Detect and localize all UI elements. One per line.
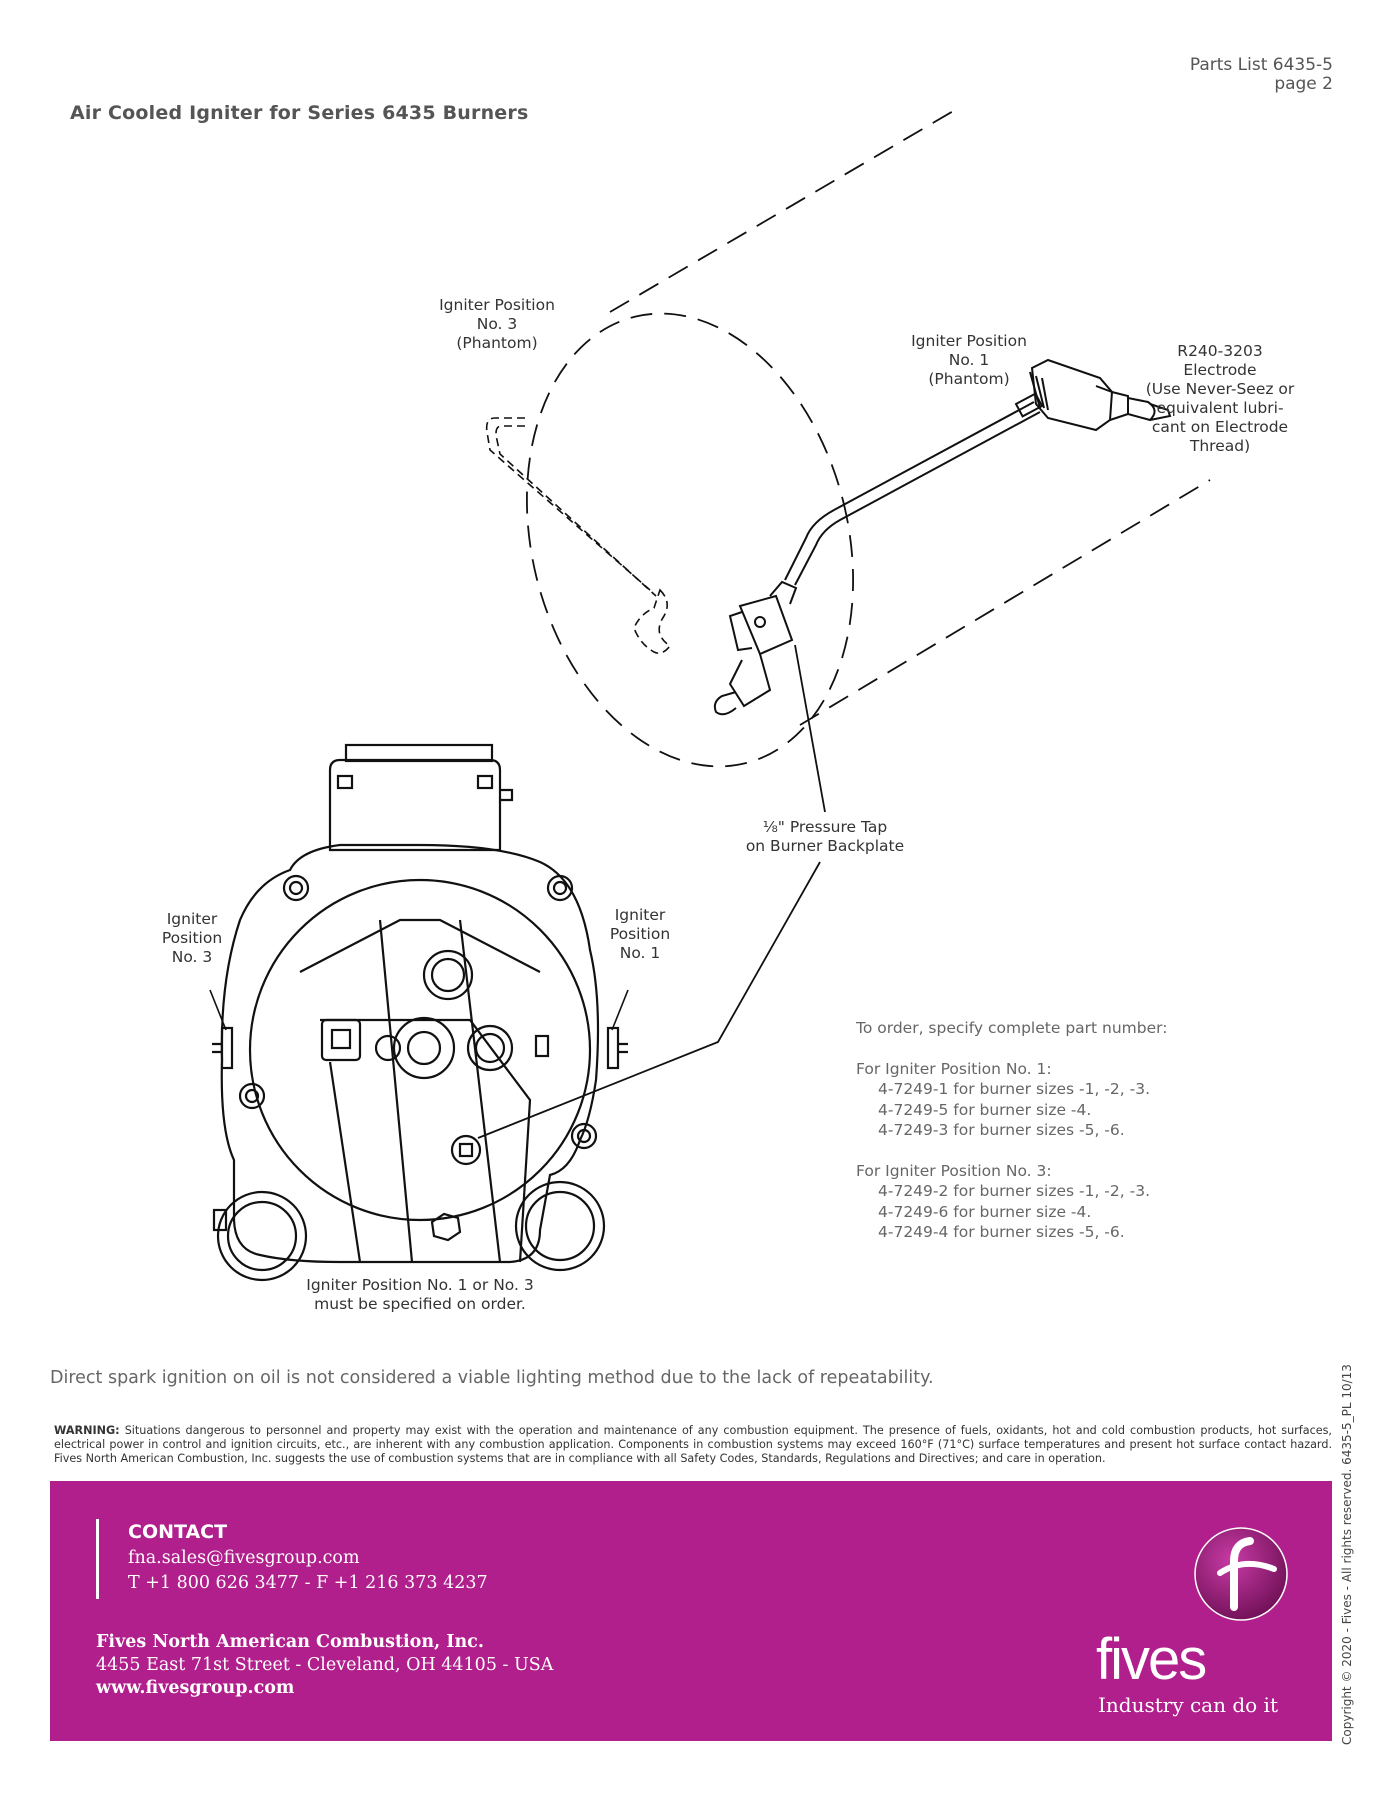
pressure-tap-leader <box>477 644 826 1139</box>
burner-cylinder-phantom <box>526 109 1211 768</box>
contact-footer: CONTACT fna.sales@fivesgroup.com T +1 80… <box>50 1481 1332 1741</box>
burner-backplate <box>212 743 628 1282</box>
contact-divider <box>96 1519 99 1599</box>
fives-logo-icon <box>1194 1527 1288 1621</box>
callout-pos3-phantom: Igniter Position No. 3 (Phantom) <box>439 296 555 352</box>
electrode <box>1029 358 1172 432</box>
company-tagline: Industry can do it <box>1098 1693 1278 1717</box>
callout-pos3: Igniter Position No. 3 <box>161 910 223 966</box>
document-header: Parts List 6435-5 page 2 <box>1190 56 1333 94</box>
company-address: 4455 East 71st Street - Cleveland, OH 44… <box>96 1655 554 1675</box>
doc-number: Parts List 6435-5 <box>1189 55 1333 75</box>
part-number-item: 4-7249-4 for burner sizes -5, -6. <box>878 1223 1125 1241</box>
part-number-item: 4-7249-3 for burner sizes -5, -6. <box>878 1121 1125 1139</box>
warning-label: WARNING: <box>54 1424 120 1437</box>
part-number-item: 4-7249-2 for burner sizes -1, -2, -3. <box>878 1182 1150 1200</box>
ignition-note: Direct spark ignition on oil is not cons… <box>50 1368 934 1388</box>
callout-pos1-phantom: Igniter Position No. 1 (Phantom) <box>911 332 1027 388</box>
igniter-drawing <box>209 109 1211 1282</box>
callout-pos1: Igniter Position No. 1 <box>609 906 671 962</box>
part-number-item: 4-7249-1 for burner sizes -1, -2, -3. <box>878 1080 1150 1098</box>
order-intro: To order, specify complete part number: <box>856 1019 1168 1037</box>
company-website-link[interactable]: www.fivesgroup.com <box>96 1678 295 1698</box>
contact-email-link[interactable]: fna.sales@fivesgroup.com <box>128 1548 360 1568</box>
drawing-caption: Igniter Position No. 1 or No. 3 must be … <box>306 1276 534 1313</box>
callout-pressure-tap: ⅛" Pressure Tap on Burner Backplate <box>745 818 905 855</box>
company-name: Fives North American Combustion, Inc. <box>96 1632 484 1652</box>
fives-logo-wordmark: fives <box>1096 1627 1207 1692</box>
order-group-heading: For Igniter Position No. 3: <box>856 1161 1052 1180</box>
page-number: page 2 <box>1274 74 1333 94</box>
warning-text: WARNING: Situations dangerous to personn… <box>54 1424 1332 1466</box>
page-title: Air Cooled Igniter for Series 6435 Burne… <box>70 102 529 124</box>
igniter-body-pos1 <box>713 580 798 716</box>
part-number-item: 4-7249-5 for burner size -4. <box>878 1100 1092 1119</box>
warning-body: Situations dangerous to personnel and pr… <box>54 1424 1332 1465</box>
ordering-information: To order, specify complete part number: … <box>856 1018 1167 1243</box>
phantom-tube-pos3 <box>485 417 672 654</box>
igniter-tube <box>784 392 1044 586</box>
copyright-notice: Copyright © 2020 - Fives - All rights re… <box>1340 1364 1354 1745</box>
contact-heading: CONTACT <box>128 1521 228 1543</box>
contact-phone: T +1 800 626 3477 - F +1 216 373 4237 <box>128 1573 488 1593</box>
callout-electrode: R240-3203 Electrode (Use Never-Seez or e… <box>1145 342 1295 455</box>
part-number-item: 4-7249-6 for burner size -4. <box>878 1202 1092 1221</box>
callout-leaders <box>209 989 629 1031</box>
order-group-heading: For Igniter Position No. 1: <box>856 1059 1052 1078</box>
